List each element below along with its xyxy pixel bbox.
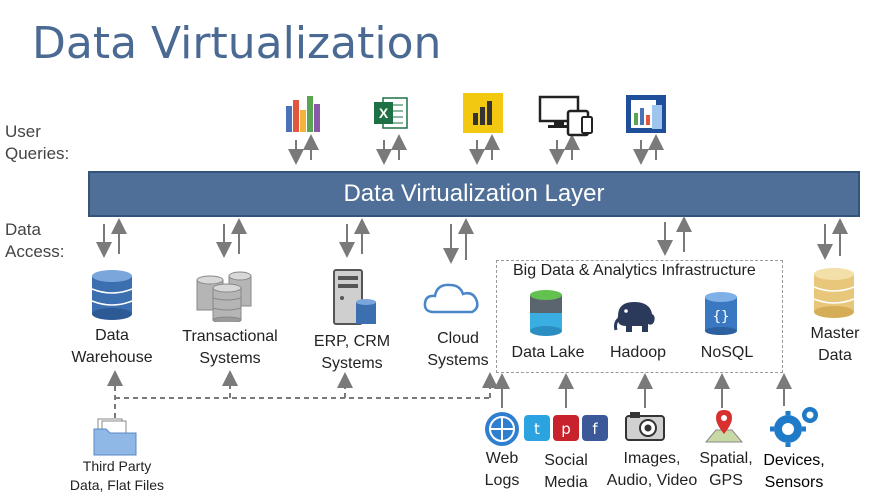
svg-text:t: t bbox=[534, 420, 540, 438]
excel-icon: X bbox=[374, 97, 408, 129]
input-arrows bbox=[494, 373, 792, 408]
map-pin-icon bbox=[704, 410, 744, 443]
social-media-label-line2: Media bbox=[544, 474, 588, 491]
devices-label: Devices, Sensors bbox=[758, 450, 830, 494]
data-lake-icon bbox=[530, 290, 562, 336]
devices-label-line1: Devices, bbox=[763, 452, 825, 469]
big-data-box bbox=[496, 260, 783, 373]
server-icon bbox=[333, 269, 376, 325]
third-party-connectors bbox=[107, 370, 498, 418]
web-logs-icon bbox=[485, 412, 519, 446]
erp-crm-label: ERP, CRM Systems bbox=[302, 331, 402, 375]
transactional-label-line1: Transactional bbox=[182, 328, 278, 345]
data-lake-label: Data Lake bbox=[511, 344, 585, 361]
images-label-line2: Audio, Video bbox=[606, 472, 698, 489]
sensors-gears-icon bbox=[770, 407, 818, 447]
report-icon bbox=[626, 95, 666, 133]
nosql-icon: {} bbox=[705, 292, 737, 335]
master-database-icon bbox=[813, 268, 855, 318]
cloud-label-line2: Systems bbox=[427, 352, 489, 369]
big-data-title: Big Data & Analytics Infrastructure bbox=[513, 262, 756, 279]
query-arrows bbox=[288, 134, 664, 165]
data-warehouse-label-line2: Warehouse bbox=[71, 349, 153, 366]
user-queries-label: User Queries: bbox=[5, 121, 69, 165]
web-logs-label: Web Logs bbox=[474, 448, 530, 492]
social-media-label: Social Media bbox=[534, 450, 598, 494]
spatial-label-line2: GPS bbox=[709, 472, 743, 489]
hadoop-elephant-icon bbox=[614, 302, 655, 332]
spatial-label-line1: Spatial, bbox=[699, 450, 753, 467]
transactional-label-line2: Systems bbox=[199, 350, 261, 367]
svg-text:{}: {} bbox=[713, 309, 730, 325]
database-icon bbox=[91, 270, 133, 320]
images-label-line1: Images, bbox=[623, 450, 681, 467]
data-warehouse-label: Data Warehouse bbox=[62, 325, 162, 369]
data-access-label-line1: Data bbox=[5, 220, 41, 239]
layer-label: Data Virtualization Layer bbox=[343, 180, 605, 207]
erp-crm-label-line2: Systems bbox=[321, 355, 383, 372]
cloud-label-line1: Cloud bbox=[437, 330, 479, 347]
web-logs-label-line2: Logs bbox=[484, 472, 520, 489]
database-stack-icon bbox=[196, 271, 252, 322]
data-access-label: Data Access: bbox=[5, 219, 65, 263]
data-access-label-line2: Access: bbox=[5, 242, 65, 261]
erp-crm-label-line1: ERP, CRM bbox=[313, 333, 391, 350]
svg-text:p: p bbox=[561, 420, 571, 438]
access-arrows bbox=[96, 216, 848, 264]
devices-label-line2: Sensors bbox=[764, 474, 824, 491]
hadoop-label: Hadoop bbox=[609, 344, 667, 361]
data-virtualization-layer: Data Virtualization Layer bbox=[88, 171, 860, 217]
user-queries-label-line1: User bbox=[5, 122, 41, 141]
power-bi-icon bbox=[463, 93, 503, 133]
social-media-label-line1: Social bbox=[544, 452, 588, 469]
images-label: Images, Audio, Video bbox=[600, 448, 704, 492]
diagram-title: Data Virtualization bbox=[32, 18, 442, 69]
master-data-label-line1: Master bbox=[810, 325, 860, 342]
cloud-icon bbox=[423, 283, 479, 314]
user-queries-label-line2: Queries: bbox=[5, 144, 70, 163]
devices-icon bbox=[538, 95, 593, 137]
third-party-label-line1: Third Party bbox=[82, 458, 152, 474]
transactional-label: Transactional Systems bbox=[170, 326, 290, 370]
master-data-label-line2: Data bbox=[818, 347, 852, 364]
spatial-label: Spatial, GPS bbox=[694, 448, 758, 492]
master-data-label: Master Data bbox=[800, 323, 870, 367]
camera-icon bbox=[625, 412, 665, 441]
bar-chart-icon bbox=[286, 96, 320, 132]
nosql-label: NoSQL bbox=[700, 344, 754, 361]
web-logs-label-line1: Web bbox=[485, 450, 519, 467]
data-warehouse-label-line1: Data bbox=[95, 327, 129, 344]
third-party-label: Third Party Data, Flat Files bbox=[62, 457, 172, 495]
folder-files-icon bbox=[93, 418, 137, 456]
svg-text:X: X bbox=[379, 105, 389, 121]
svg-text:f: f bbox=[592, 420, 598, 438]
cloud-label: Cloud Systems bbox=[418, 328, 498, 372]
third-party-label-line2: Data, Flat Files bbox=[69, 477, 165, 493]
social-media-icon: t p f bbox=[524, 415, 608, 441]
